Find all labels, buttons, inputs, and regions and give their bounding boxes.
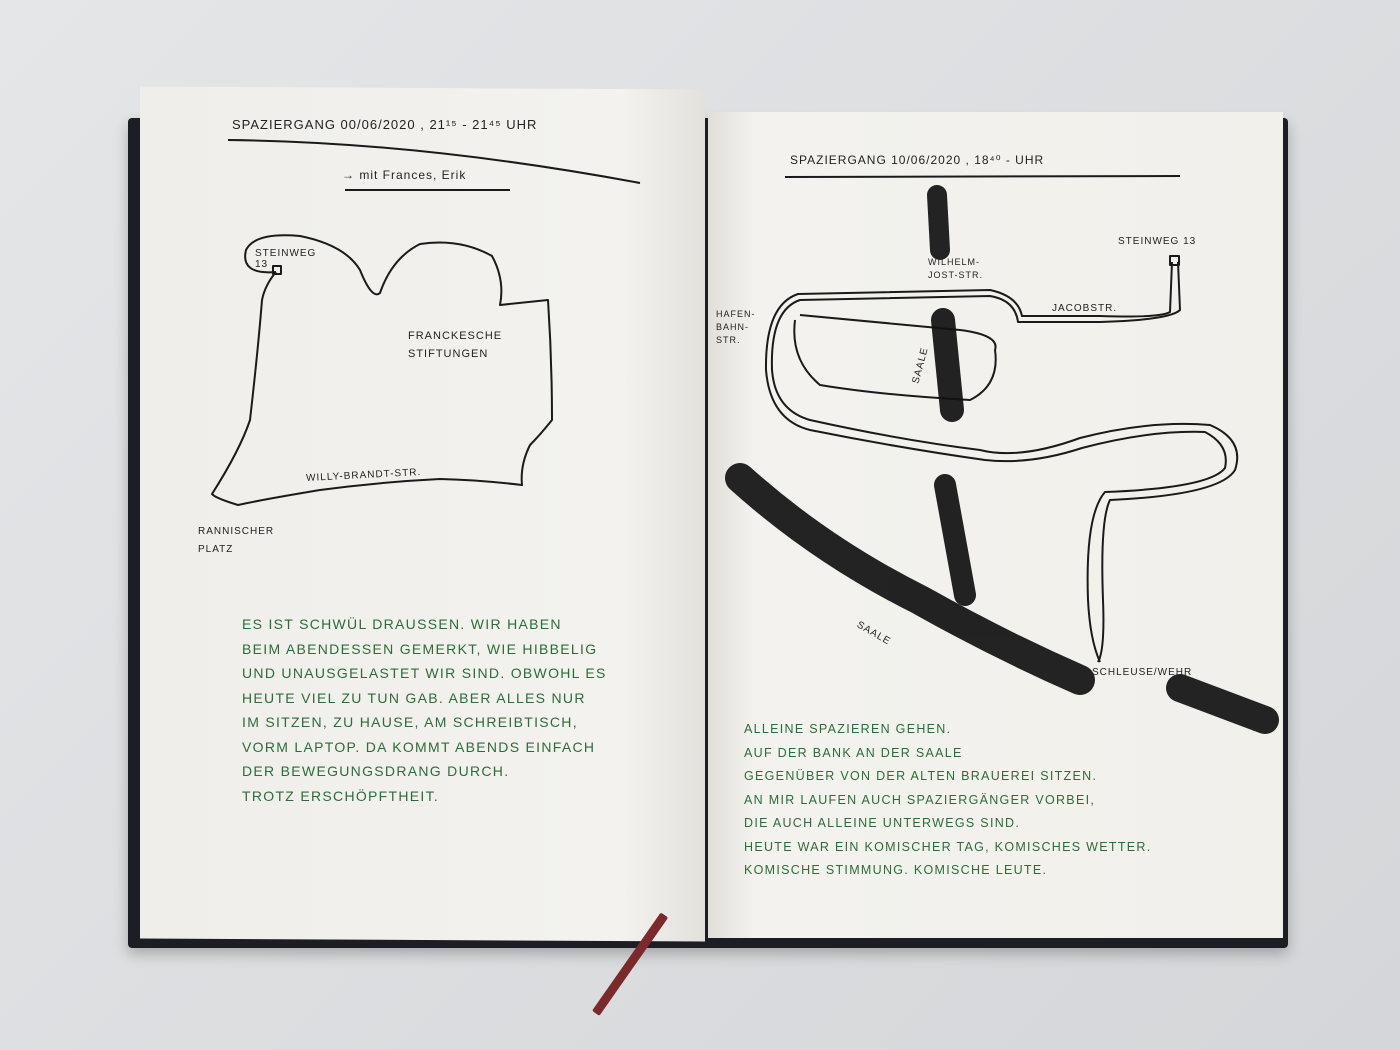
left-journal-text: Es ist schwül draussen. Wir haben beim A… bbox=[242, 612, 607, 808]
right-journal-text: Alleine spazieren gehen. Auf der Bank an… bbox=[744, 718, 1152, 883]
text-line: Heute war ein komischer Tag, komisches W… bbox=[744, 839, 1152, 854]
text-line: im Sitzen, zu Hause, am Schreibtisch, bbox=[242, 714, 578, 730]
map-label-wilhelm-jost: Wilhelm-Jost-Str. bbox=[928, 257, 984, 280]
text-line: Komische Stimmung. Komische Leute. bbox=[744, 863, 1048, 877]
left-subheading: → mit Frances, Erik bbox=[342, 168, 467, 182]
right-heading: Spaziergang 10/06/2020 , 18⁴⁰ - Uhr bbox=[790, 153, 1045, 167]
right-walk-route-outer bbox=[770, 261, 1239, 663]
text-line: die auch alleine unterwegs sind. bbox=[744, 816, 1021, 830]
map-label-jacobstr: Jacobstr. bbox=[1052, 303, 1118, 314]
river-saale-stroke-5 bbox=[1166, 674, 1279, 734]
right-walk-route-inner bbox=[764, 261, 1227, 663]
map-label-steinweg: Steinweg 13 bbox=[255, 248, 317, 270]
text-line: Auf der Bank an der Saale bbox=[744, 745, 963, 760]
text-line: heute viel zu tun gab. Aber alles nur bbox=[242, 689, 586, 706]
map-label-rannischer-platz: Rannischer Platz bbox=[198, 526, 275, 555]
text-line: vorm Laptop. Da kommt abends einfach bbox=[242, 738, 596, 755]
river-saale-stroke-4 bbox=[725, 463, 1095, 695]
right-inner-loop bbox=[793, 314, 997, 401]
text-line: Es ist schwül draussen. Wir haben bbox=[242, 616, 562, 632]
text-line: und unausgelastet wir sind. Obwohl es bbox=[242, 665, 607, 681]
map-label-steinweg-right: Steinweg 13 bbox=[1118, 236, 1197, 247]
right-start-marker bbox=[1169, 255, 1180, 266]
map-label-franckesche: Franckesche Stiftungen bbox=[408, 330, 503, 360]
left-walk-route bbox=[211, 234, 553, 506]
left-start-marker bbox=[272, 265, 282, 275]
left-heading-underline bbox=[227, 139, 641, 184]
river-saale-stroke-3 bbox=[934, 474, 976, 606]
left-heading: Spaziergang 00/06/2020 , 21¹⁵ - 21⁴⁵ Uhr bbox=[232, 117, 538, 132]
map-label-hafenbahnstr: Hafen-bahn-str. bbox=[716, 309, 756, 345]
right-heading-underline bbox=[784, 175, 1181, 178]
map-label-schleuse-wehr: Schleuse/Wehr bbox=[1092, 667, 1193, 678]
text-line: beim Abendessen gemerkt, wie hibbelig bbox=[242, 640, 598, 657]
text-line: An mir laufen auch Spaziergänger vorbei, bbox=[744, 792, 1096, 807]
text-line: gegenüber von der alten Brauerei sitzen. bbox=[744, 769, 1098, 783]
text-line: Alleine spazieren gehen. bbox=[744, 722, 952, 736]
text-line: der Bewegungsdrang durch. bbox=[242, 763, 510, 779]
river-saale-stroke-2 bbox=[931, 308, 964, 422]
text-line: Trotz Erschöpftheit. bbox=[242, 787, 440, 804]
river-saale-stroke-1 bbox=[927, 185, 950, 260]
